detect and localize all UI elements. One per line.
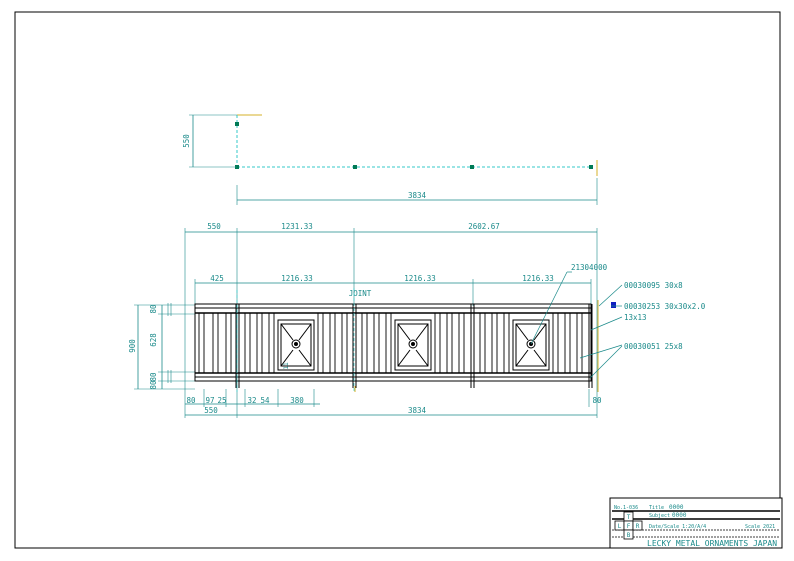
sheet-border [14,11,781,549]
callout-post: 00030253 30x30x2.0 [624,302,706,311]
tb-company: LECKY METAL ORNAMENTS JAPAN [647,539,777,548]
plan-node [470,165,474,169]
plan-total-dim: 3834 [408,191,427,200]
left-bottom-b-dim: 80 [149,380,158,390]
view-letter-left: L [618,523,622,530]
left-rail-markers [167,303,172,383]
bottom-dim-32: 32 [247,396,256,405]
left-total-dim: 900 [128,339,137,353]
bottom-dim-550: 550 [204,406,218,415]
joint-label: JOINT [349,289,372,298]
plan-view: 550 3834 [182,114,598,205]
tb-subject-field: Subject [649,513,670,519]
view-letter-right: R [636,523,640,530]
bottom-dim-97: 97 [205,396,214,405]
tb-date-scale: Date/Scale 1:20/A/4 [649,524,706,530]
left-top-rail-dim: 80 [149,304,158,314]
left-bottom-a-dim: 80 [149,372,158,382]
view-letter-front: F [627,523,631,530]
view-letter-bottom: B [627,532,631,539]
tb-title-value: 0000 [669,504,684,511]
panel-dim-4: 1216.33 [522,274,554,283]
tb-subject-value: 0000 [672,512,687,519]
left-infill-dim: 628 [149,333,158,347]
posts [235,304,593,388]
callout-baluster: 13x13 [624,313,647,322]
callout-flat-bar: 00030051 25x8 [624,342,683,351]
ornament-panel [394,319,432,371]
panel-dim-1: 425 [210,274,224,283]
top-rail-outer [194,303,592,309]
tb-scale-right: Scale 2021 [745,524,775,530]
top-dim-2: 1231.33 [281,222,313,231]
elevation-view: 550 1231.33 2602.67 425 1216.33 1216.33 … [128,222,706,418]
right-blue-marker [611,302,616,308]
bottom-dim-25: 25 [217,396,226,405]
small-label-11: 11 [283,362,290,370]
callout-leaders [530,271,623,379]
ornament-panel [277,319,315,371]
bottom-dim-380: 380 [290,396,304,405]
ornament-panel [512,319,550,371]
callout-top-rail: 00030095 30x8 [624,281,683,290]
plan-depth-dim: 550 [182,134,191,148]
panel-dim-2: 1216.33 [281,274,313,283]
plan-node [589,165,593,169]
view-letter-top: T [627,514,631,521]
tb-drawing-number: No.1-036 [614,505,638,511]
bottom-dim-3834: 3834 [408,406,427,415]
top-dim-1: 550 [207,222,221,231]
title-block: No.1-036 Title 0000 Subject 0000 Date/Sc… [609,497,783,549]
bottom-dim-54: 54 [260,396,270,405]
bottom-dim-80: 80 [186,396,196,405]
bottom-dim-right-80: 80 [592,396,602,405]
callout-ornament-code: 21304000 [571,263,608,272]
projection-symbol [614,511,643,540]
plan-node [235,122,239,126]
panel-dim-3: 1216.33 [404,274,436,283]
plan-node [353,165,357,169]
top-dim-3: 2602.67 [468,222,500,231]
tb-title-field: Title [649,505,664,511]
bottom-rail-outer [194,376,592,382]
balusters [198,313,583,373]
